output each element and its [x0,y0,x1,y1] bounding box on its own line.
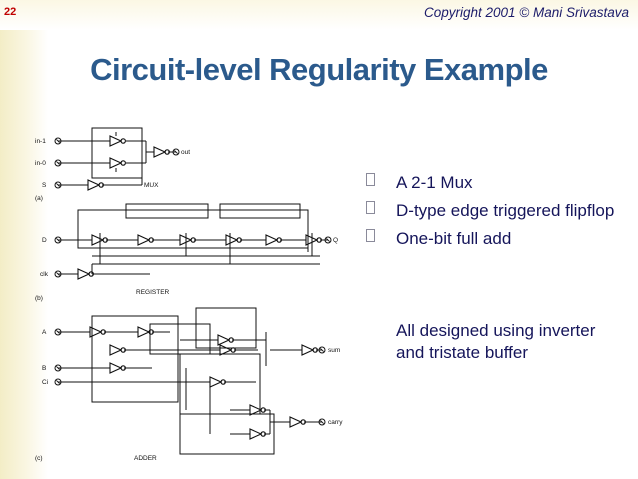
adder-output-carry-label: carry [328,419,343,426]
register-gates [77,234,322,280]
bullet-text: D-type edge triggered flipflop [396,201,615,220]
register-schematic [58,203,328,275]
mux-schematic [58,127,176,186]
register-output-q-label: Q [333,237,338,244]
mux-output-label: out [181,149,190,156]
bullet-text: One-bit full add [396,229,512,248]
mux-input-in1-label: in-1 [35,138,46,145]
register-name-label: REGISTER [136,289,170,296]
slide-number: 22 [4,6,17,18]
adder-name-label: ADDER [134,455,157,462]
bullet-box-icon [366,201,375,214]
adder-input-a-label: A [42,329,47,336]
bullet-item-adder: One-bit full add [362,228,632,250]
register-input-clk-label: clk [40,271,49,278]
mux-input-in0-label: in-0 [35,160,46,167]
bullet-text: A 2-1 Mux [396,173,473,192]
adder-output-sum-label: sum [328,347,340,354]
circuit-figure: in-1 in-0 S out MUX (a) D clk Q REGISTER… [35,127,343,462]
mux-name-label: MUX [144,182,159,189]
left-decor-band [0,0,48,479]
bullet-list: A 2-1 Mux D-type edge triggered flipflop… [362,172,632,256]
adder-caption: (c) [35,455,43,462]
copyright-notice: Copyright 2001 © Mani Srivastava [423,5,629,20]
adder-input-ci-label: Ci [42,379,48,386]
bullet-item-mux: A 2-1 Mux [362,172,632,194]
mux-input-s-label: S [42,182,47,189]
register-input-d-label: D [42,237,47,244]
register-caption: (b) [35,295,43,302]
bullet-item-flipflop: D-type edge triggered flipflop [362,200,632,222]
top-decor-band [0,0,638,30]
bullet-box-icon [366,229,375,242]
summary-note: All designed using inverter and tristate… [396,321,596,362]
mux-caption: (a) [35,195,43,202]
slide-title: Circuit-level Regularity Example [90,52,548,87]
adder-input-b-label: B [42,365,46,372]
bullet-box-icon [366,173,375,186]
